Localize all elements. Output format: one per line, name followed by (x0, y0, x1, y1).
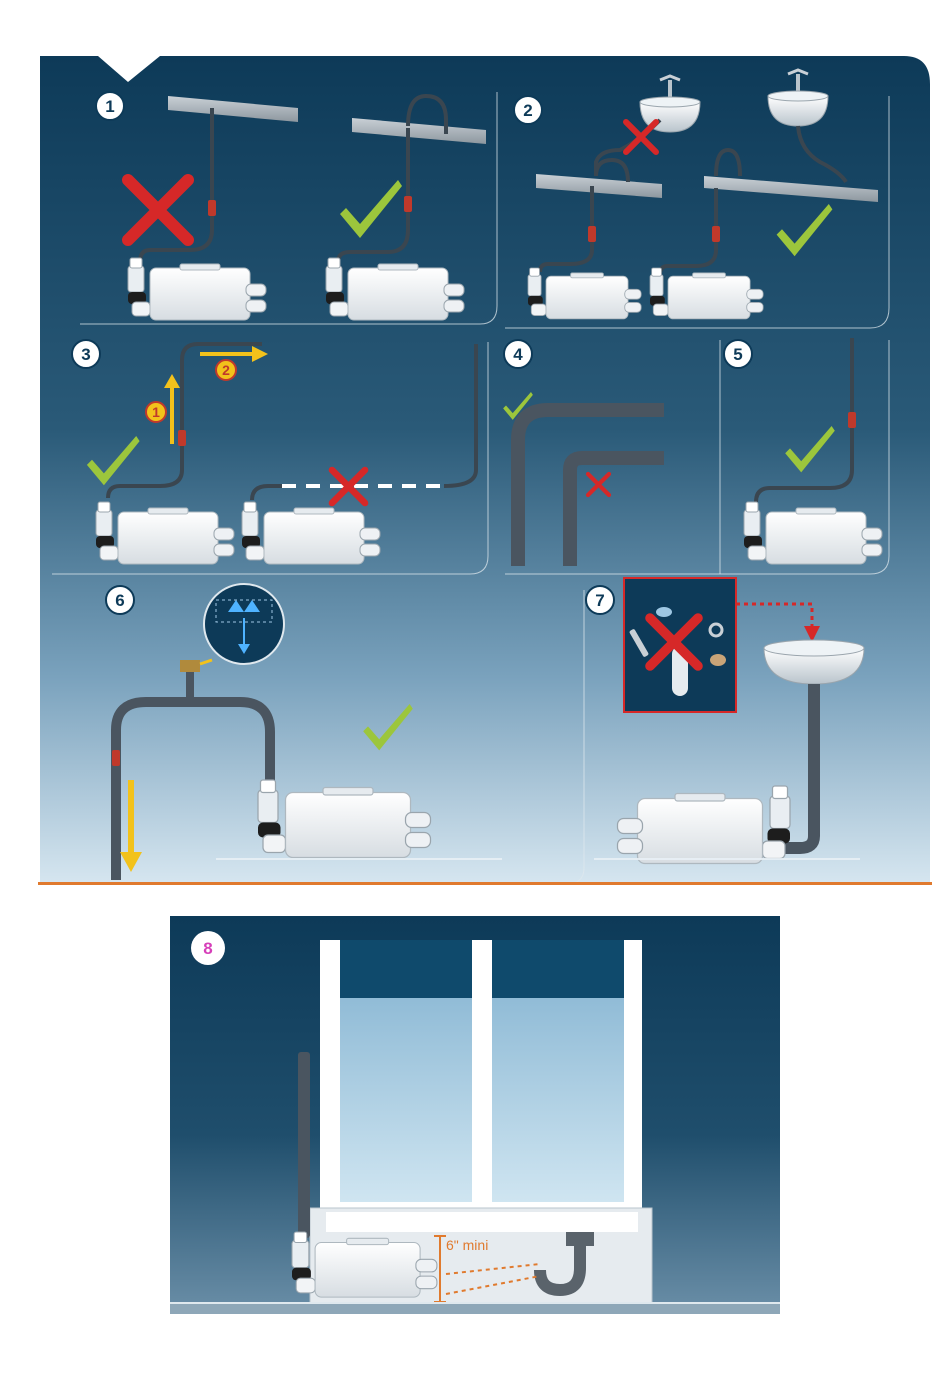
top-panel (38, 56, 932, 885)
step-8-number: 8 (203, 939, 212, 958)
step-3-badge: 3 (72, 340, 100, 368)
step-6-badge: 6 (106, 586, 134, 614)
discharge-pipe (298, 1052, 310, 1238)
prohibited-items-box (624, 578, 736, 712)
step-8: 8 6" mini (170, 916, 780, 1314)
step-1-badge: 1 (96, 92, 124, 120)
step-6-number: 6 (115, 591, 124, 610)
arrow-1-label: 1 (152, 404, 160, 420)
clearance-label: 6" mini (446, 1237, 488, 1253)
vent-detail-circle (204, 584, 284, 664)
step-2-number: 2 (523, 101, 532, 120)
step-4-number: 4 (513, 345, 523, 364)
step-5-number: 5 (733, 345, 742, 364)
step-7-number: 7 (595, 591, 604, 610)
arrow-1-badge: 1 (146, 402, 166, 422)
step-2-badge: 2 (514, 96, 542, 124)
step-4-badge: 4 (504, 340, 532, 368)
arrow-2-label: 2 (222, 362, 230, 378)
step-3-number: 3 (81, 345, 90, 364)
step-5-badge: 5 (724, 340, 752, 368)
step-8-badge: 8 (191, 931, 225, 965)
step-1-number: 1 (105, 97, 114, 116)
step-7-badge: 7 (586, 586, 614, 614)
arrow-2-badge: 2 (216, 360, 236, 380)
